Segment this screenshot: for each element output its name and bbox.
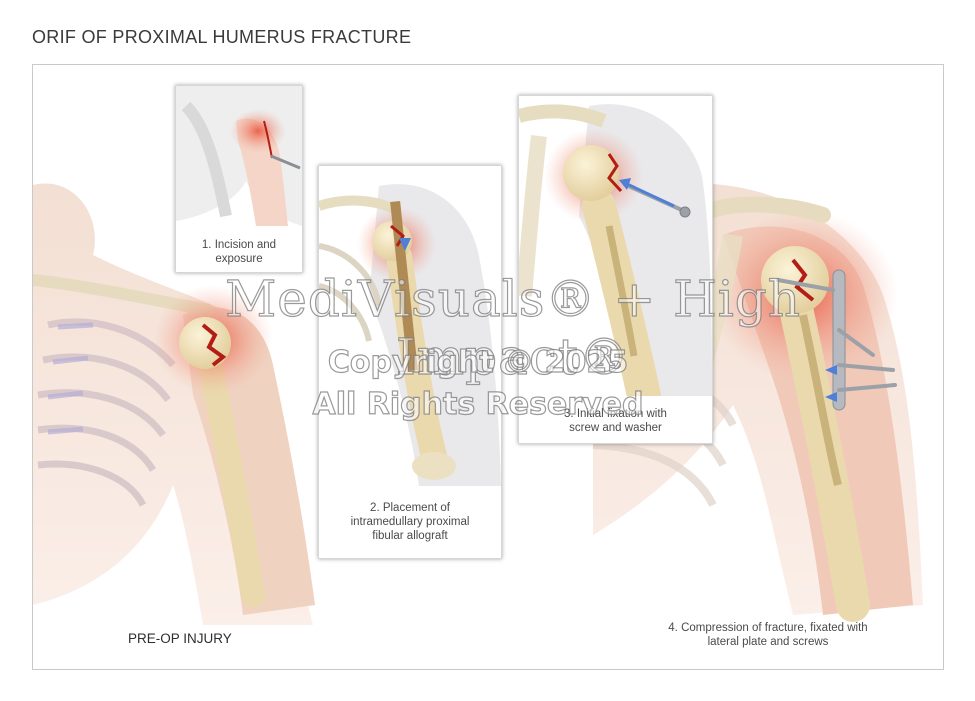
allograft-illustration	[319, 184, 501, 486]
step-3-panel: 3. Initial fixation with screw and washe…	[518, 95, 713, 444]
step-1-panel: 1. Incision and exposure	[175, 85, 303, 273]
step-1-caption: 1. Incision and exposure	[201, 239, 277, 265]
preop-label: PRE-OP INJURY	[128, 631, 232, 646]
step-2-panel: 2. Placement of intramedullary proximal …	[318, 165, 502, 559]
illustration-frame: 1. Incision and exposure 2. Placement of…	[32, 64, 944, 670]
step-2-caption: 2. Placement of intramedullary proximal …	[350, 502, 470, 542]
screw-washer-illustration	[519, 104, 712, 396]
preop-shoulder-illustration	[33, 183, 315, 625]
step-3-caption: 3. Initial fixation with screw and washe…	[564, 408, 667, 434]
incision-illustration	[176, 86, 302, 226]
page-title: ORIF OF PROXIMAL HUMERUS FRACTURE	[32, 27, 412, 47]
step-4-caption: 4. Compression of fracture, fixated with…	[668, 622, 868, 648]
